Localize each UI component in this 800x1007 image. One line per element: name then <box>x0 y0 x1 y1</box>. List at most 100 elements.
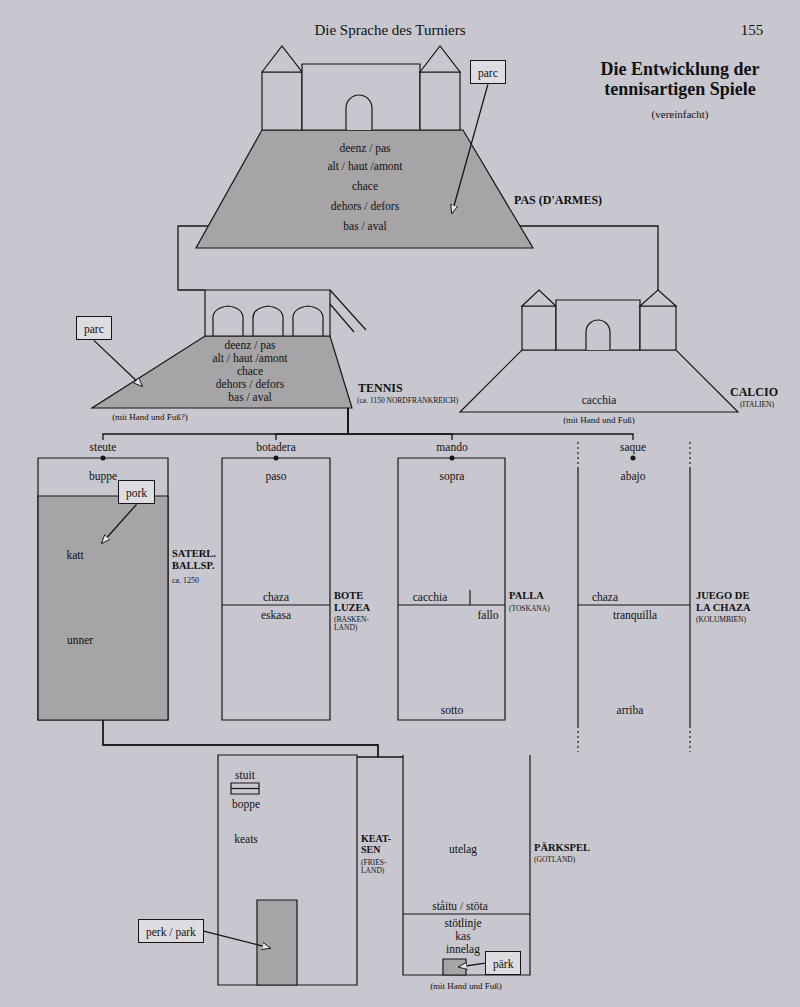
callout-box: parc <box>470 60 506 84</box>
court-term: tranquilla <box>613 609 657 622</box>
court-term: buppe <box>89 470 117 483</box>
note-text: (mit Hand und Fuß) <box>430 982 502 992</box>
court-term: mando <box>436 441 467 454</box>
outline-part <box>274 456 279 461</box>
court-term: sotto <box>441 704 463 717</box>
node-outline <box>403 755 530 975</box>
game-name: KEAT- SEN <box>361 833 399 855</box>
running-head: Die Sprache des Turniers <box>314 22 465 39</box>
game-name: (BASKEN- LAND) <box>334 616 380 633</box>
tree-line <box>103 720 378 757</box>
court-term: dehors / defors <box>331 200 399 213</box>
outline-part <box>420 72 460 130</box>
court-term: bas / aval <box>228 391 271 404</box>
outline-part <box>689 468 690 726</box>
outline-part <box>443 959 466 975</box>
court-term: abajo <box>621 470 646 483</box>
court-term: chaza <box>263 591 289 604</box>
outline-part <box>689 442 690 468</box>
court-term: deenz / pas <box>224 339 275 352</box>
court-box: mandosopracacchiafallosottoPALLA(TOSKANA… <box>398 440 505 720</box>
outline-part <box>330 304 354 332</box>
callout-box: pork <box>118 480 155 504</box>
court-term: sopra <box>440 470 465 483</box>
outline-part <box>640 306 676 350</box>
court-term: stuit <box>235 769 255 782</box>
outline-part <box>398 458 505 720</box>
court-term: botadera <box>256 441 296 454</box>
callout-text: pärk <box>493 958 513 970</box>
outline-part <box>231 788 259 789</box>
node-outline <box>455 288 745 412</box>
outline-part <box>213 306 243 336</box>
outline-part <box>450 456 455 461</box>
outline-part <box>631 456 636 461</box>
tree-line <box>520 226 658 290</box>
outline-part <box>346 95 372 130</box>
game-name: TENNIS <box>358 382 448 395</box>
callout-text: parc <box>478 67 498 79</box>
game-name: CALCIO <box>730 386 790 399</box>
outline-part <box>222 604 330 605</box>
pointer-arrow <box>94 340 142 386</box>
game-name: (GOTLAND) <box>534 856 604 864</box>
court-box: steutebuppekattunnerSATERL. BALLSP.ca. 1… <box>38 440 168 720</box>
court-term: keats <box>234 833 258 846</box>
court-term: alt / haut /amont <box>327 160 402 173</box>
subtitle-note: (vereinfacht) <box>652 108 709 120</box>
court-term: chace <box>352 180 378 193</box>
game-name: ca. 1250 <box>172 577 222 586</box>
game-name: BOTE LUZEA <box>334 590 384 613</box>
game-name: PÄRKSPEL <box>534 842 614 854</box>
node-outline <box>218 755 357 985</box>
outline-part <box>578 604 690 605</box>
court-box: stuitboppekeatsKEAT- SEN(FRIES- LAND) <box>218 755 357 985</box>
court-term: cacchia <box>413 591 447 604</box>
court-term: unner <box>67 634 93 647</box>
court-term: alt / haut /amont <box>212 352 287 365</box>
court-term: innelag <box>446 943 480 956</box>
outline-part <box>577 442 578 468</box>
game-name: PALLA <box>509 590 569 602</box>
outline-part <box>577 726 578 752</box>
court-box: utelagståitu / stötastötlinjekasinnelagP… <box>403 755 530 975</box>
court-term: dehors / defors <box>216 378 284 391</box>
castle-court: cacchiaCALCIO(ITALIEN) <box>455 288 745 412</box>
court-term: fallo <box>477 609 498 622</box>
game-name: (TOSKANA) <box>509 605 569 613</box>
court-term: saque <box>620 441 646 454</box>
outline-part <box>403 913 530 914</box>
castle-court: deenz / pasalt / haut /amontchacedehors … <box>88 288 352 408</box>
outline-part <box>420 46 460 72</box>
court-term: chace <box>237 365 263 378</box>
outline-part <box>257 900 297 985</box>
outline-part <box>253 306 283 336</box>
court-box: saqueabajochazatranquillaarribaJUEGO DE … <box>578 440 690 752</box>
note-text: (mit Hand und Fuß) <box>563 416 635 426</box>
outline-part <box>205 290 330 336</box>
node-outline <box>222 440 330 720</box>
outline-part <box>522 290 556 306</box>
page-number: 155 <box>741 22 764 39</box>
outline-part <box>38 496 168 720</box>
outline-part <box>689 726 690 752</box>
tree-line <box>103 720 403 757</box>
game-name: (ITALIEN) <box>740 401 790 409</box>
outline-part <box>218 755 357 985</box>
outline-part <box>403 755 530 975</box>
outline-part <box>577 468 578 726</box>
callout-box: perk / park <box>138 919 204 943</box>
court-term: chaza <box>592 591 618 604</box>
callout-text: parc <box>84 323 104 335</box>
court-term: paso <box>265 470 286 483</box>
court-term: kas <box>455 930 470 943</box>
outline-part <box>640 290 676 306</box>
note-text: (mit Hand und Fuß?) <box>112 413 188 423</box>
outline-part <box>101 456 106 461</box>
outline-part <box>586 320 610 350</box>
outline-part <box>460 350 738 412</box>
game-name: (FRIES- LAND) <box>361 859 397 876</box>
callout-text: perk / park <box>146 926 196 938</box>
node-outline <box>88 288 352 408</box>
